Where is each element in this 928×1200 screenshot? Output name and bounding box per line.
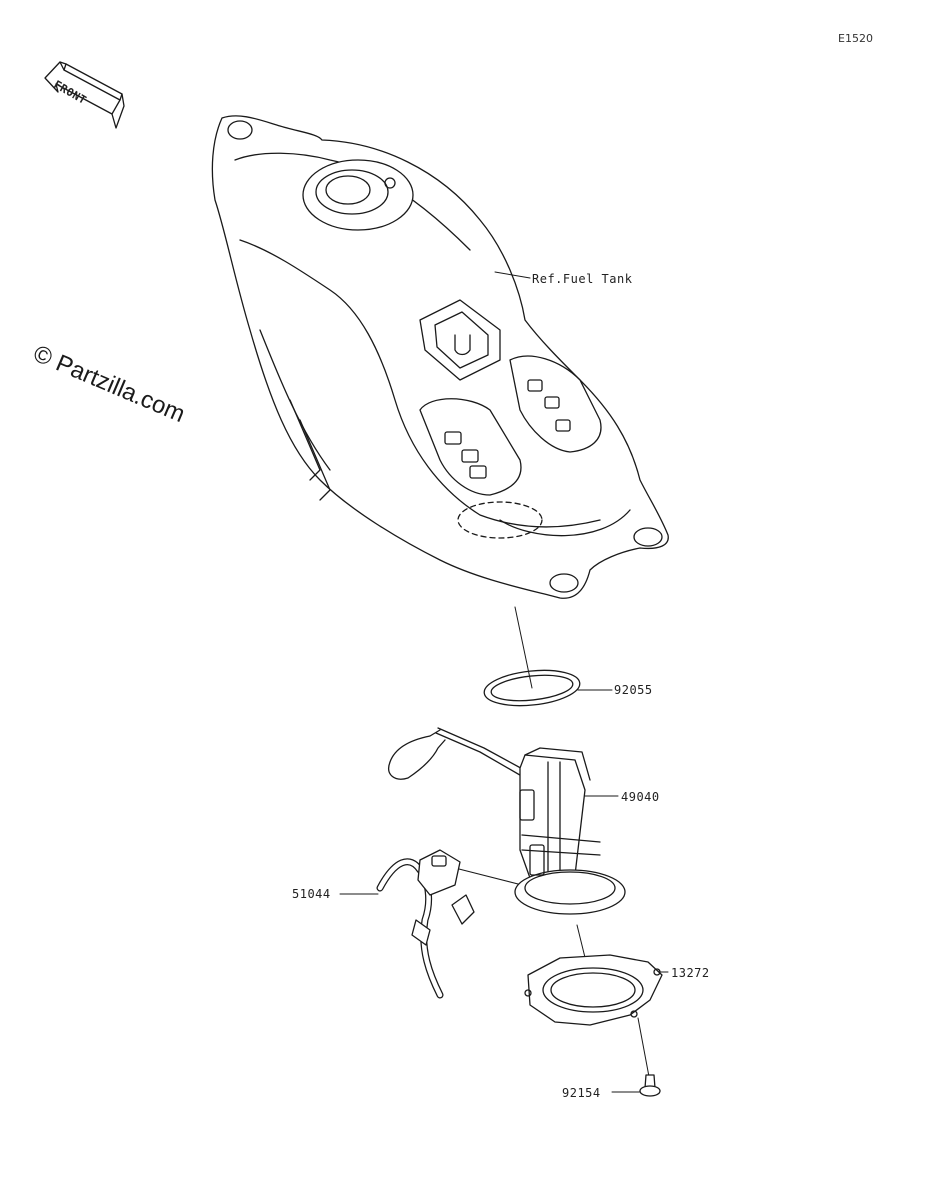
part-label-13272: 13272 xyxy=(671,966,710,980)
diagram-code: E1520 xyxy=(838,32,873,45)
bolt xyxy=(639,1074,661,1097)
part-label-51044: 51044 xyxy=(292,887,331,901)
fuel-hose xyxy=(376,849,475,999)
front-direction-arrow-icon xyxy=(44,61,125,129)
retainer-plate xyxy=(524,954,663,1026)
gasket-ring xyxy=(483,669,581,707)
leader-lines xyxy=(339,271,669,1093)
part-label-92154: 92154 xyxy=(562,1086,601,1100)
fuel-pump-assembly xyxy=(388,727,626,915)
part-label-92055: 92055 xyxy=(614,683,653,697)
fuel-tank xyxy=(211,115,669,599)
part-label-49040: 49040 xyxy=(621,790,660,804)
part-label-ref-fuel-tank: Ref.Fuel Tank xyxy=(532,272,633,286)
